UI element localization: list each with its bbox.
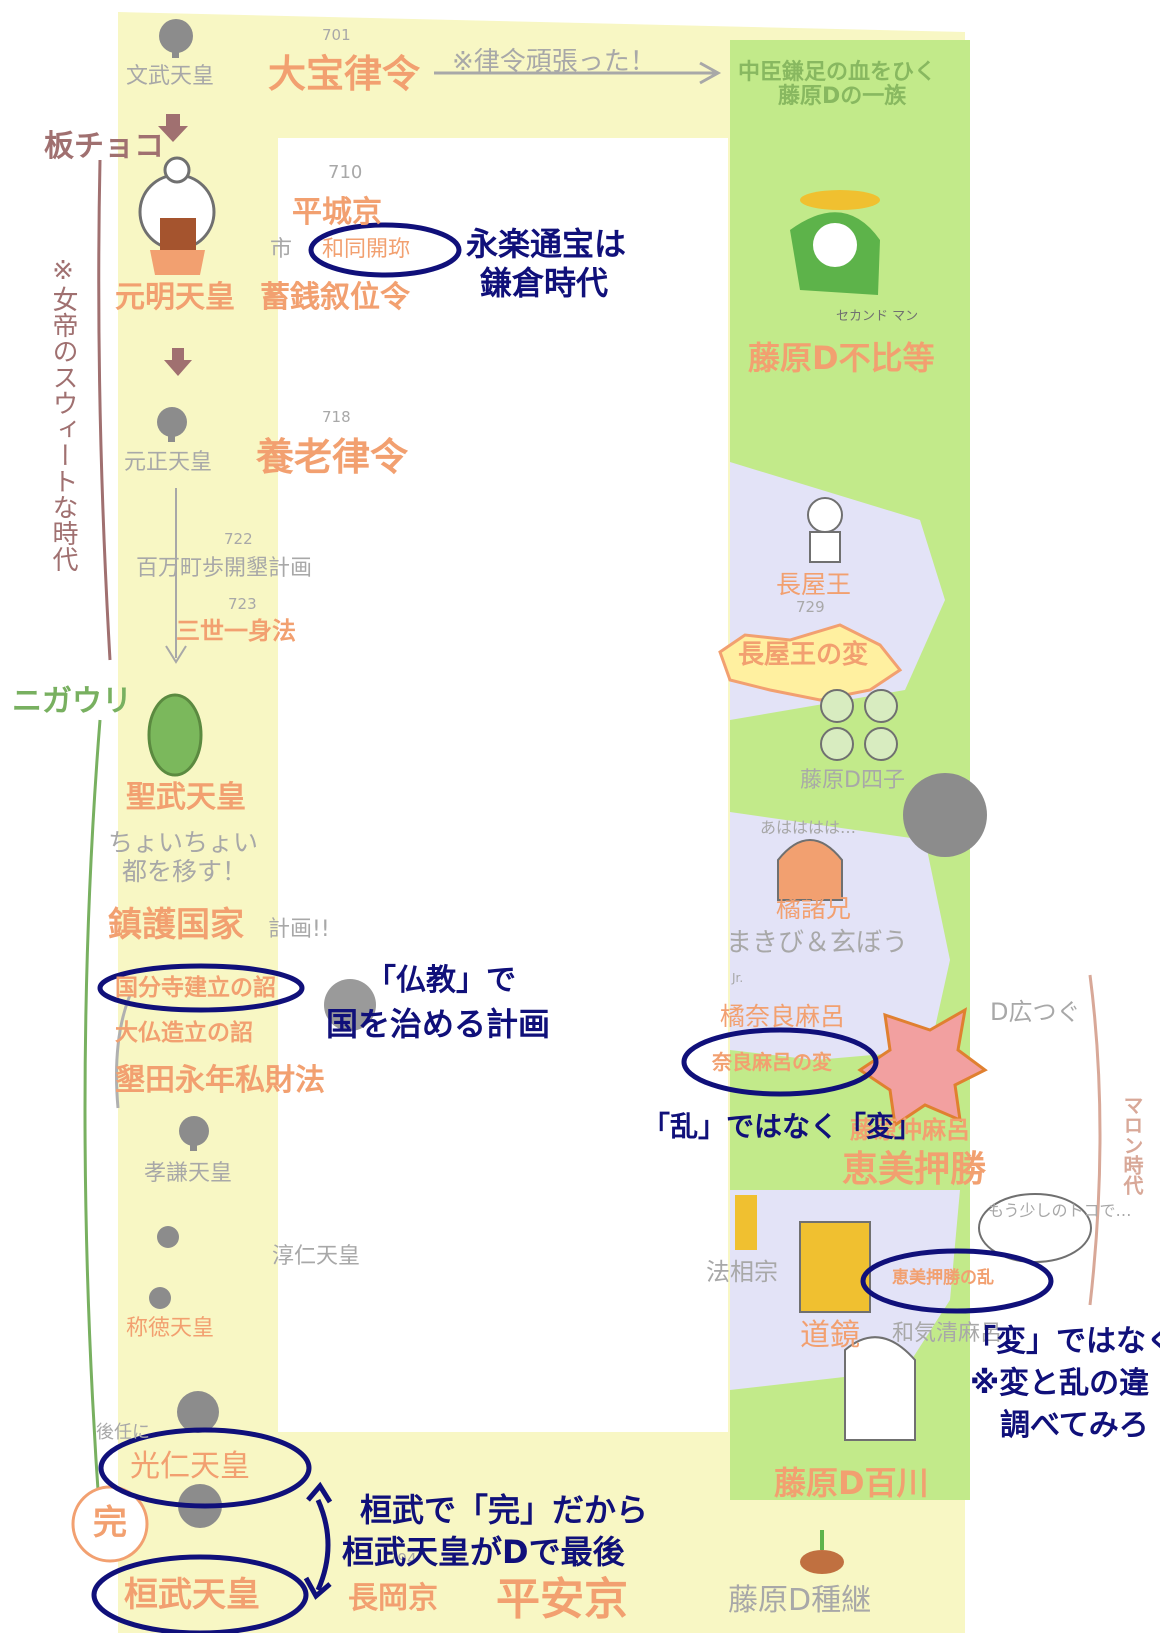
itachoco-label: 板チョコ (44, 129, 164, 164)
keikaku: 計画!! (268, 917, 330, 942)
kan-label: 完 (93, 1503, 127, 1543)
nagaya-o-figure-icon (807, 497, 843, 563)
bukkyo-note-1: 「仏教」で (366, 963, 516, 998)
tanetsugu-label: 藤原D種継 (728, 1583, 872, 1618)
yonshi-label: 藤原D四子 (800, 768, 905, 793)
emperor-kanmu: 桓武天皇 (124, 1575, 260, 1615)
jr-label: Jr. (732, 971, 744, 985)
choi-choi: ちょいちょい (108, 828, 259, 857)
year-701: 701 (322, 26, 351, 44)
emperor-monmu: 文武天皇 (126, 64, 215, 89)
naramaro-hen-label: 奈良麻呂の変 (712, 1050, 832, 1074)
daibutsu-mikotonori: 大仏造立の詔 (115, 1020, 253, 1046)
ran-hen-note: 「乱」ではなく「変」 (642, 1110, 923, 1143)
year-794: 794 (388, 1550, 417, 1568)
sanze-isshin: 三世一身法 (176, 617, 296, 645)
year-710: 710 (328, 162, 363, 183)
chestnut-icon (324, 979, 376, 1031)
nakamaro-label: 藤原仲麻呂 (850, 1116, 970, 1144)
kan-note-1: 桓武で「完」だから (360, 1491, 649, 1529)
spiky-chestnut-icon (857, 1007, 988, 1128)
bukkyo-note-2: 国を治める計画 (326, 1005, 551, 1043)
right-note-2: ※変と乱の違 (970, 1366, 1150, 1401)
eiraku-note-2: 鎌倉時代 (480, 264, 609, 302)
hirotsugu-label: D広つぐ (990, 998, 1081, 1026)
konin-prefix: 後任に (96, 1422, 150, 1443)
nagaokakyo: 長岡京 (348, 1581, 438, 1616)
konden-einen: 墾田永年私財法 (115, 1063, 325, 1098)
wado-kaichin: 和同開珎 (322, 237, 411, 262)
maron-label: マロン時代 (1120, 1095, 1144, 1195)
chikusen-joirei: 蓄銭叙位令 (260, 280, 410, 315)
kibi-genbo-label: まきび＆玄ぼう (726, 928, 909, 958)
eiraku-note-1: 永楽通宝は (466, 225, 627, 263)
nakatomi-label: 中臣鎌足の血をひく (738, 60, 937, 85)
jotei-label: ※女帝のスウィートな時代 (48, 256, 78, 572)
fuhito-label: 藤原D不比等 (748, 339, 935, 377)
top-arrow-label: ※律令頑張った！ (452, 47, 656, 77)
fujiwara-clan-label: 藤原Dの一族 (778, 84, 907, 109)
yoro-ritsuryo: 養老律令 (256, 435, 409, 479)
nagaya-hen-label: 長屋王の変 (738, 640, 869, 670)
year-718: 718 (322, 408, 351, 426)
hyakuman-chobu: 百万町歩開墾計画 (136, 556, 313, 581)
heijokyo: 平城京 (292, 195, 382, 230)
chocolate-girl-icon (138, 156, 216, 275)
four-sons-icon (820, 689, 898, 761)
ahaha-label: あはははは… (760, 818, 857, 837)
kokubunji-mikotonori: 国分寺建立の詔 (115, 975, 276, 1001)
year-729: 729 (796, 598, 825, 616)
down-arrow-icon (158, 114, 192, 376)
emi-oshikatsu-label: 恵美押勝 (842, 1149, 987, 1190)
taiho-ritsuryo: 大宝律令 (268, 52, 421, 96)
momokawa-bird-icon (844, 1336, 916, 1441)
annotation-ovals (91, 222, 1054, 1633)
right-note-1: 「変」ではなく (966, 1324, 1160, 1359)
emperor-genmei: 元明天皇 (115, 280, 235, 315)
second-man-label: セカンド マン (836, 309, 919, 324)
year-722: 722 (224, 530, 253, 548)
dokyo-figure (799, 1221, 871, 1313)
right-note-3: 調べてみろ (1000, 1408, 1149, 1443)
emperor-junnin: 淳仁天皇 (272, 1244, 361, 1269)
sprout-icon (800, 1530, 844, 1574)
emi-ran-label: 恵美押勝の乱 (892, 1268, 994, 1288)
emperor-koken: 孝謙天皇 (144, 1161, 233, 1186)
curse-cloud (903, 773, 987, 857)
dokyo-label: 道鏡 (800, 1318, 860, 1353)
bitter-melon-icon (147, 693, 203, 777)
heiankyo: 平安京 (496, 1574, 628, 1625)
emperor-shotoku: 称徳天皇 (126, 1316, 215, 1341)
kan-stamp (71, 1485, 149, 1563)
emperor-konin: 光仁天皇 (130, 1449, 250, 1484)
wake-label: 和気清麻呂 (892, 1321, 1003, 1346)
hossoshu-label: 法相宗 (706, 1258, 778, 1286)
momokawa-label: 藤原D百川 (774, 1464, 929, 1502)
naramaro-label: 橘奈良麻呂 (720, 1002, 846, 1031)
fuhito-figure-icon (790, 190, 880, 295)
moroe-figure-icon (777, 839, 843, 901)
moroe-label: 橘諸兄 (776, 894, 852, 923)
year-723: 723 (228, 595, 257, 613)
chingo-kokka: 鎮護国家 (108, 905, 244, 945)
nagaya-o-label: 長屋王 (776, 570, 852, 599)
nigauri-label: ニガウリ (12, 684, 132, 719)
emperor-gensho: 元正天皇 (124, 450, 213, 475)
emperor-shomu: 聖武天皇 (126, 780, 246, 815)
moshi-label: もう少しのトコで… (988, 1201, 1132, 1220)
kan-note-2: 桓武天皇がDで最後 (342, 1533, 625, 1571)
miyako-utsusu: 都を移す！ (122, 857, 248, 886)
burst-badge (718, 623, 903, 702)
ichi-label: 市 (270, 237, 293, 262)
